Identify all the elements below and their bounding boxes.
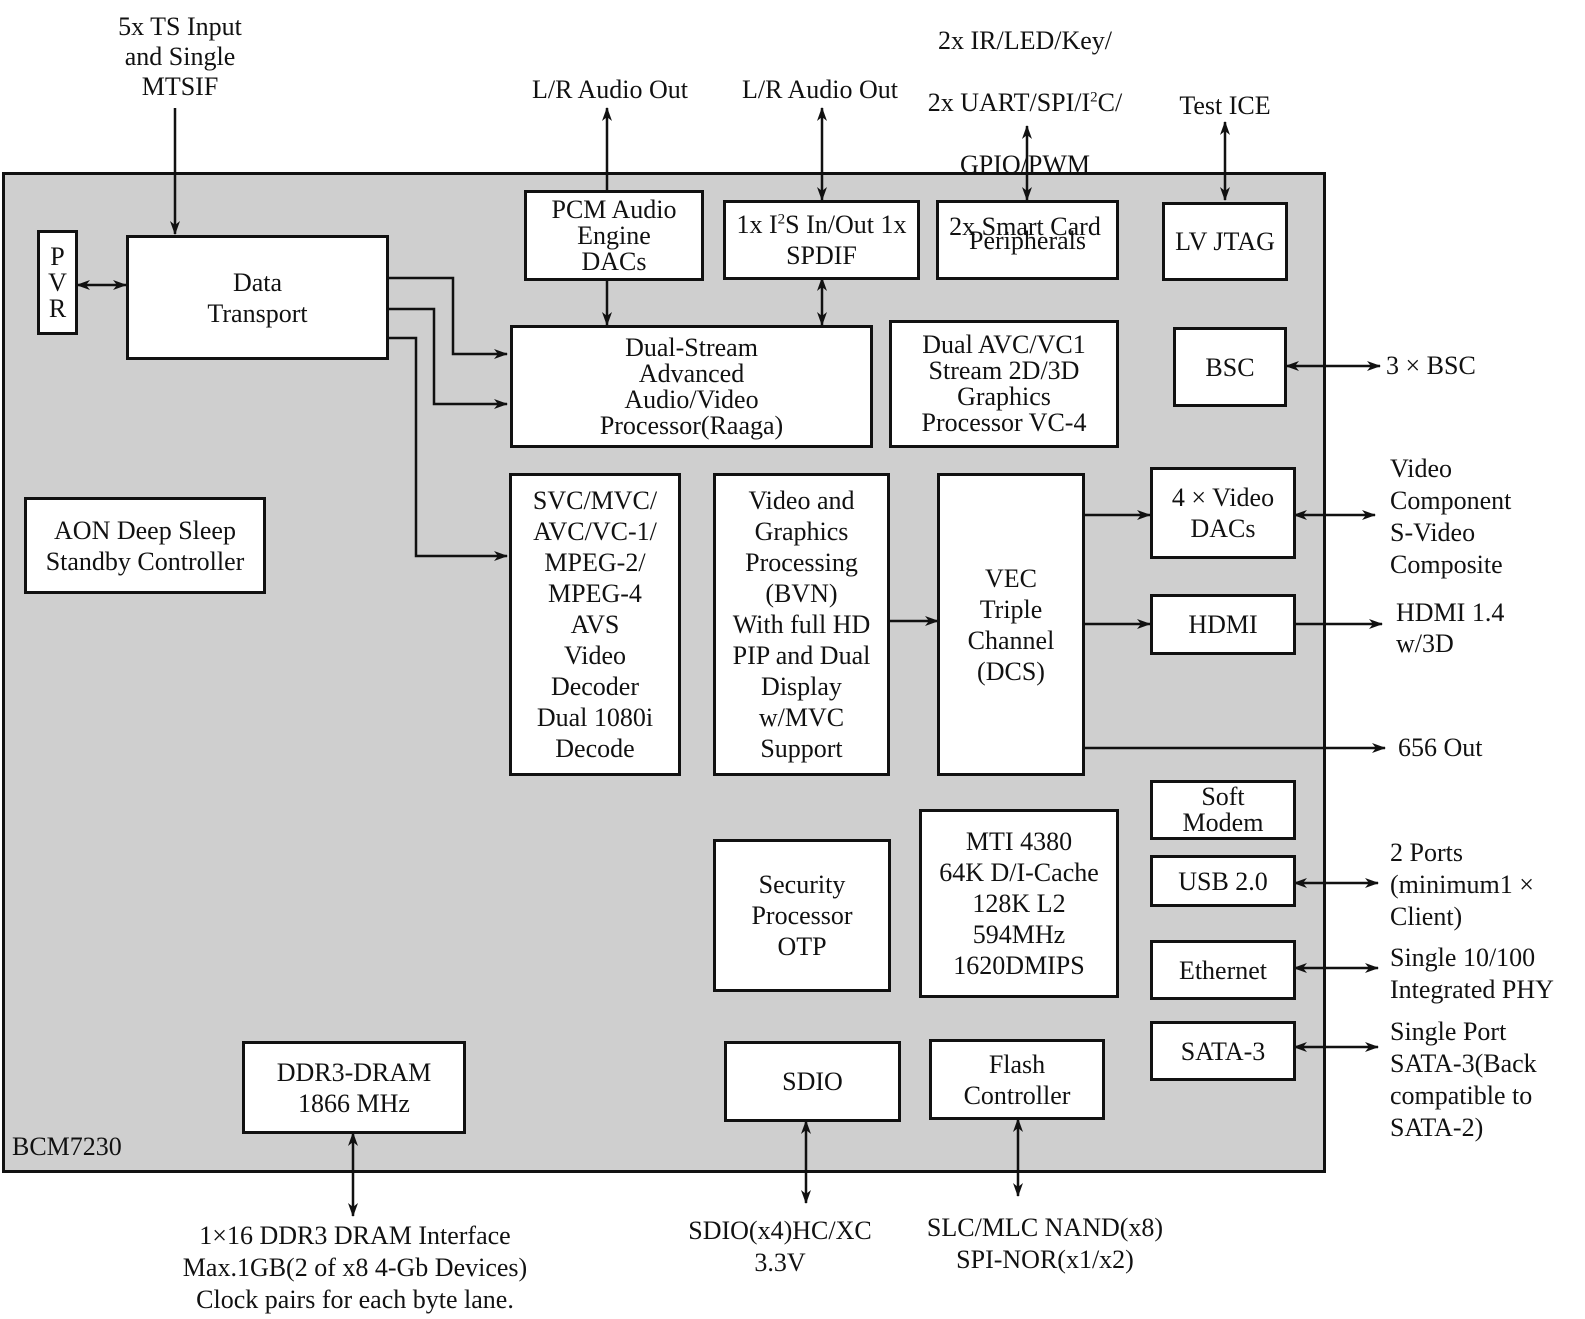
i2s-label-pre: 1x I (736, 210, 778, 239)
hdmi-out-label: HDMI 1.4 w/3D (1396, 598, 1505, 658)
sata-block: SATA-3 (1150, 1021, 1296, 1081)
audio-out-2-label: L/R Audio Out (741, 75, 898, 104)
ts-input-label: 5x TS Input and Single MTSIF (118, 12, 242, 101)
test-ice-label: Test ICE (1179, 91, 1271, 120)
peripherals-io-line2-post: C/ (1097, 88, 1123, 117)
ddr-interface-label: 1×16 DDR3 DRAM Interface Max.1GB(2 of x8… (182, 1221, 528, 1314)
peripherals-io-line4: 2x Smart Card (949, 212, 1101, 241)
peripherals-io-line3: GPIO/PWM (959, 150, 1090, 179)
sdio-block: SDIO (724, 1041, 901, 1122)
mti-cpu-block: MTI 4380 64K D/I-Cache 128K L2 594MHz 16… (919, 809, 1119, 998)
bsc-block: BSC (1173, 327, 1287, 407)
vec-triple-channel-block: VEC Triple Channel (DCS) (937, 473, 1085, 776)
sata-out-label: Single Port SATA-3(Back compatible to SA… (1390, 1017, 1537, 1142)
ethernet-block: Ethernet (1150, 940, 1296, 1000)
transport-decoder-arrow (386, 336, 508, 561)
aon-standby-controller-block: AON Deep Sleep Standby Controller (24, 497, 266, 594)
ddr3-dram-block: DDR3-DRAM 1866 MHz (242, 1041, 466, 1134)
peripherals-io-line2-superscript: 2 (1090, 89, 1098, 106)
i2s-spdif-label: 1x I2S In/Out 1x SPDIF (736, 209, 906, 271)
bvn-processing-block: Video and Graphics Processing (BVN) With… (713, 473, 890, 776)
usb-block: USB 2.0 (1150, 855, 1296, 907)
soft-modem-block: Soft Modem (1150, 780, 1296, 840)
security-processor-block: Security Processor OTP (713, 839, 891, 992)
peripherals-io-line2-pre: 2x UART/SPI/I (927, 88, 1091, 117)
lv-jtag-block: LV JTAG (1162, 202, 1288, 281)
transport-raaga-arrow-2 (386, 307, 508, 409)
transport-raaga-arrow-1 (386, 276, 508, 359)
pcm-audio-engine-block: PCM Audio Engine DACs (524, 190, 704, 281)
flash-out-label: SLC/MLC NAND(x8) SPI-NOR(x1/x2) (926, 1213, 1164, 1274)
video-out-label: Video Component S-Video Composite (1390, 454, 1512, 579)
peripherals-block: Peripherals (936, 200, 1119, 280)
i2s-label-post: S In/Out 1x SPDIF (785, 210, 907, 270)
i2s-spdif-block: 1x I2S In/Out 1x SPDIF (723, 200, 920, 280)
flash-controller-block: Flash Controller (929, 1039, 1105, 1120)
bsc-out-label: 3 × BSC (1386, 351, 1476, 380)
video-decoder-block: SVC/MVC/ AVC/VC-1/ MPEG-2/ MPEG-4 AVS Vi… (509, 473, 681, 776)
peripherals-io-label: 2x IR/LED/Key/ 2x UART/SPI/I2C/ GPIO/PWM… (905, 0, 1145, 273)
audio-out-1-label: L/R Audio Out (531, 75, 688, 104)
vc4-graphics-block: Dual AVC/VC1 Stream 2D/3D Graphics Proce… (889, 320, 1119, 448)
pvr-block: P V R (37, 230, 78, 335)
raaga-processor-block: Dual-Stream Advanced Audio/Video Process… (510, 325, 873, 448)
video-dacs-block: 4 × Video DACs (1150, 467, 1296, 559)
usb-out-label: 2 Ports (minimum1 × Client) (1390, 838, 1534, 931)
hdmi-block: HDMI (1150, 594, 1296, 655)
i2s-label-superscript: 2 (777, 211, 786, 228)
chip-name-label: BCM7230 (12, 1132, 122, 1161)
peripherals-io-line1: 2x IR/LED/Key/ (937, 26, 1113, 55)
peripherals-io-line2: 2x UART/SPI/I2C/ (905, 87, 1145, 118)
data-transport-block: Data Transport (126, 235, 389, 360)
656-out-label: 656 Out (1398, 733, 1483, 762)
sdio-out-label: SDIO(x4)HC/XC 3.3V (688, 1216, 872, 1277)
ethernet-out-label: Single 10/100 Integrated PHY (1390, 943, 1554, 1004)
